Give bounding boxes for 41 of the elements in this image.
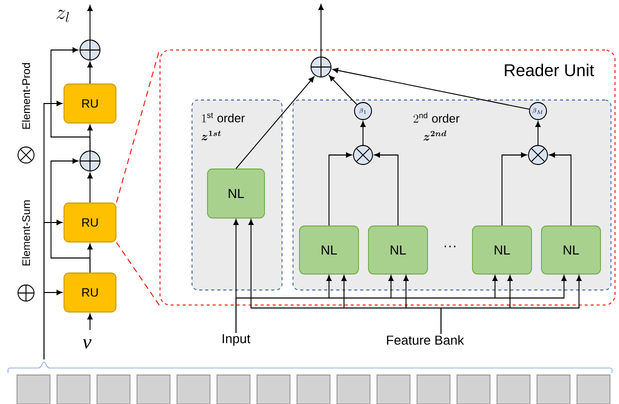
arrow [236, 275, 567, 334]
input-symbol: v [82, 339, 92, 349]
block-box: NL [207, 168, 265, 218]
arrow [502, 152, 527, 226]
arrow [318, 4, 324, 57]
label: Feature Bank [387, 335, 464, 345]
arrow [87, 5, 93, 40]
arrow [44, 290, 62, 360]
arrow [328, 152, 352, 226]
block-box: NL [299, 226, 359, 274]
output-symbol: $z_{l}$ [56, 10, 69, 22]
label: Input [222, 334, 250, 346]
arrow [374, 152, 398, 226]
unit-box: RU [64, 202, 116, 242]
block-box: NL [472, 226, 532, 274]
arrow [360, 121, 366, 146]
arrow [50, 158, 90, 273]
zoom-line [116, 242, 160, 306]
arrow [87, 314, 93, 330]
arrow [87, 62, 93, 84]
unit-box: RU [64, 272, 116, 312]
arrow [328, 75, 358, 105]
product-circle [528, 145, 548, 165]
sum-circle [80, 40, 100, 60]
legend-entry: Element-Prod [18, 63, 34, 164]
feature-bank-drawing [8, 362, 612, 404]
sum-circle [310, 56, 332, 78]
block-box: NL [541, 226, 601, 274]
arrow [50, 47, 90, 151]
arrow [440, 275, 582, 334]
unit-box: RU [64, 84, 116, 124]
product-circle [353, 145, 373, 165]
arrow [332, 68, 530, 110]
sum-circle [80, 150, 100, 172]
block-box: NL [368, 226, 428, 274]
legend-entry: Element-Sum [18, 200, 34, 302]
arrow [87, 172, 93, 203]
arrow [535, 121, 541, 146]
arrow [549, 152, 572, 226]
ellipsis: ··· [444, 246, 456, 248]
arrow [236, 76, 314, 169]
